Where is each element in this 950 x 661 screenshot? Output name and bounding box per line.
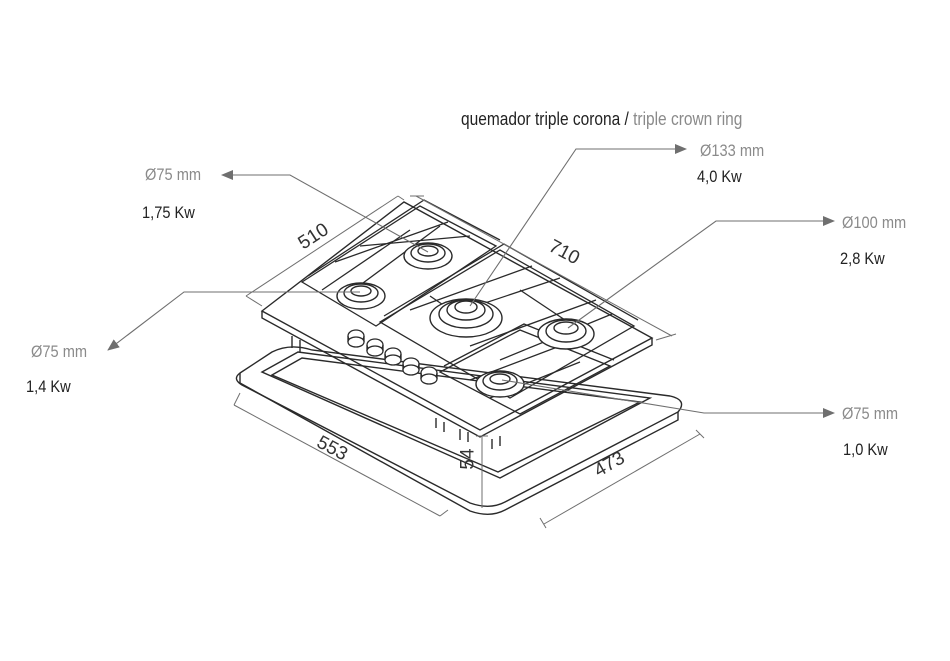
leader-front-left	[107, 291, 360, 351]
front-right-diameter: Ø75 mm	[842, 404, 899, 423]
back-left-diameter: Ø75 mm	[145, 165, 202, 184]
burner-front-left	[336, 282, 386, 310]
dimension-lines	[233, 195, 705, 529]
triple-crown-power: 4,0 Kw	[697, 167, 742, 186]
dimension-height: 54	[457, 448, 479, 470]
control-knobs	[347, 329, 438, 385]
knob	[402, 357, 420, 376]
hob-body	[260, 201, 654, 449]
burner-triple-crown	[429, 298, 503, 338]
right-large-diameter: Ø100 mm	[842, 213, 907, 232]
title-spanish: quemador triple corona	[461, 109, 621, 129]
leader-front-right	[501, 379, 835, 418]
title-separator: /	[620, 109, 634, 129]
front-left-power: 1,4 Kw	[26, 377, 71, 396]
title-english: triple crown ring	[633, 109, 743, 129]
burner-back-left	[403, 242, 453, 270]
leader-right-large	[567, 216, 835, 329]
knob	[366, 338, 384, 357]
triple-crown-diameter: Ø133 mm	[700, 141, 765, 160]
burners	[336, 242, 595, 398]
knob	[420, 366, 438, 385]
knob	[384, 347, 402, 366]
burner-title: quemador triple corona / triple crown ri…	[461, 109, 742, 130]
leader-lines	[107, 144, 835, 418]
leader-back-left	[221, 170, 429, 253]
cutout-slab	[235, 346, 683, 515]
front-right-power: 1,0 Kw	[843, 440, 888, 459]
knob	[347, 329, 365, 348]
back-left-power: 1,75 Kw	[142, 203, 195, 222]
front-left-diameter: Ø75 mm	[31, 342, 88, 361]
leader-triple-crown	[469, 144, 687, 307]
burner-front-right	[475, 370, 525, 398]
pan-supports	[300, 199, 639, 415]
burner-right-large	[537, 318, 595, 350]
right-large-power: 2,8 Kw	[840, 249, 885, 268]
